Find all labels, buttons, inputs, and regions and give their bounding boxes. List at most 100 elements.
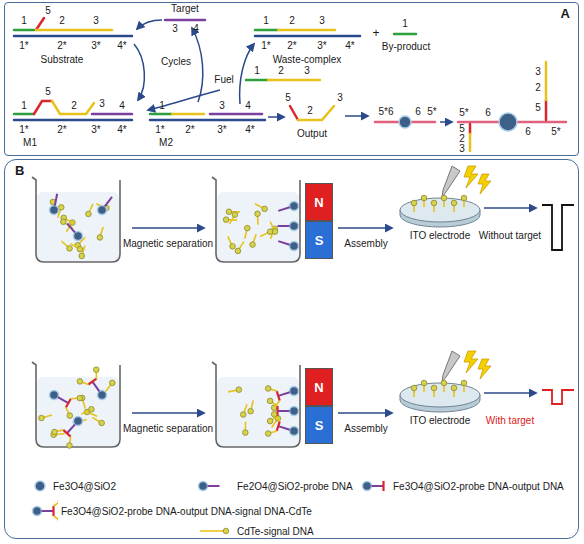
domain-label: 6	[525, 127, 531, 137]
domain-label: 1*	[19, 125, 28, 135]
domain-label: 5*6	[378, 107, 393, 117]
reaction-arrow	[134, 44, 144, 100]
domain-label: 3*	[317, 41, 326, 51]
solution	[37, 192, 119, 261]
domain-label: 2	[71, 101, 77, 111]
domain-label: 2	[535, 83, 541, 93]
output-dna	[277, 391, 280, 401]
dna-strand	[458, 121, 499, 124]
cdte-dot	[77, 246, 83, 252]
reaction-arrow	[132, 227, 204, 229]
dna-strand	[246, 79, 268, 82]
legend-item: Fe2O4@SiO2-probe DNA	[196, 474, 353, 498]
cdte-dot	[265, 431, 271, 437]
legend-sample	[30, 499, 58, 523]
text-label: Target	[171, 4, 199, 14]
cdte-dot	[441, 195, 447, 201]
domain-label: 2	[59, 16, 65, 26]
text-label: By-product	[382, 42, 430, 52]
dna-strand	[545, 100, 548, 120]
cdte-dot	[58, 205, 64, 211]
cdte-dot	[451, 385, 457, 391]
cdte-dot	[245, 225, 251, 231]
dna-strand	[172, 113, 204, 116]
text-label: Cycles	[161, 57, 191, 67]
cdte-dot	[421, 195, 427, 201]
probe-dna	[67, 424, 75, 433]
light-bolt	[464, 166, 491, 379]
domain-label: 5	[535, 103, 541, 113]
text-label: ITO electrode	[410, 416, 470, 426]
cdte-dot	[39, 415, 45, 421]
domain-label: 6	[415, 107, 421, 117]
probe-dna	[42, 510, 54, 512]
dna-strand	[298, 106, 334, 120]
bead	[50, 206, 59, 215]
dna-strand	[14, 35, 132, 38]
domain-label: 1	[159, 101, 165, 111]
text-label: Assembly	[344, 424, 387, 434]
bead	[290, 407, 299, 416]
ito-electrode	[400, 198, 480, 222]
beaker	[32, 362, 120, 447]
domain-label: 2*	[57, 41, 66, 51]
cdte-dot	[441, 380, 447, 386]
panel-letter: A	[561, 6, 570, 21]
output-dna	[88, 379, 96, 385]
domain-label: 2	[459, 134, 465, 144]
domain-label: 3	[219, 101, 225, 111]
bead	[290, 427, 299, 436]
probe-dna	[92, 382, 99, 392]
dna-strand	[517, 121, 566, 124]
dna-strand	[278, 29, 335, 32]
magnet-pole: S	[305, 221, 333, 259]
domain-label: 4	[119, 101, 125, 111]
dna-strand	[469, 134, 472, 151]
probe-dna	[58, 397, 68, 403]
legend-sample	[196, 519, 234, 543]
light-bolt	[478, 174, 491, 194]
signal-dna	[54, 516, 59, 521]
cdte-dot	[431, 200, 437, 206]
domain-label: 2*	[185, 125, 194, 135]
probe-dna	[278, 410, 290, 412]
domain-label: +	[372, 27, 379, 39]
signal-dna	[54, 501, 59, 506]
domain-label: 1	[21, 16, 27, 26]
legend-sample	[30, 474, 50, 498]
cdte-dot	[223, 528, 229, 534]
ito-electrode	[400, 198, 480, 412]
domain-label: 5	[45, 87, 51, 97]
text-label: Without target	[479, 231, 541, 241]
cdte-dot	[461, 380, 467, 386]
reaction-arrow	[132, 20, 536, 413]
signal-trace	[542, 390, 574, 404]
light-bolt	[464, 166, 478, 188]
dna-strand	[469, 124, 472, 134]
text-label: Waste-complex	[273, 55, 342, 65]
cdte-dot	[230, 244, 236, 250]
domain-label: 5*	[427, 107, 436, 117]
reaction-arrow	[268, 116, 284, 118]
output-dna	[66, 399, 71, 408]
domain-label: 4	[193, 24, 199, 34]
pipette	[442, 166, 460, 382]
bead	[74, 417, 83, 426]
domain-label: 3	[172, 24, 178, 34]
cdte-dot	[267, 398, 273, 404]
legend-text: CdTe-signal DNA	[237, 526, 314, 537]
cdte-dot	[248, 408, 254, 414]
domain-label: 2	[278, 66, 284, 76]
bead	[363, 482, 372, 491]
cdte-dot	[93, 367, 99, 373]
dna-strand	[34, 101, 52, 114]
text-label: Magnetic separation	[123, 239, 213, 249]
legend-text: Fe3O4@SiO2-probe DNA-output DNA-signal D…	[61, 506, 312, 517]
text-label: Magnetic separation	[123, 424, 213, 434]
cdte-dot	[89, 406, 95, 412]
dna-strand	[150, 113, 172, 116]
reaction-arrow	[440, 121, 452, 123]
output-dna	[52, 506, 54, 516]
domain-label: M1	[23, 138, 37, 148]
